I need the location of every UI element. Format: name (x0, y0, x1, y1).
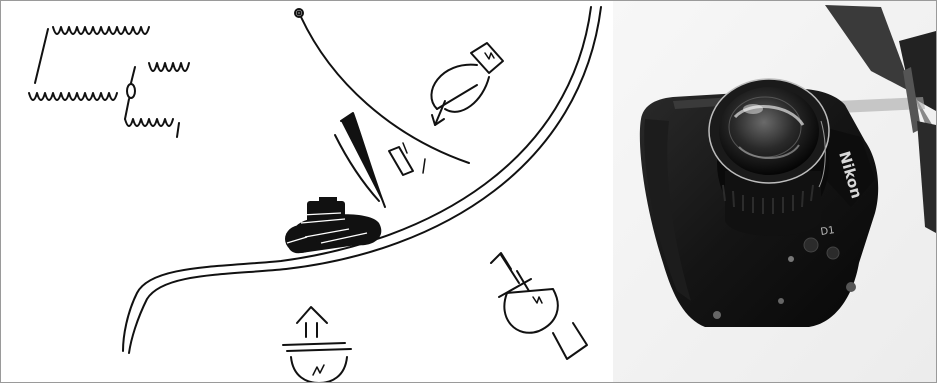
top-strobe (431, 43, 503, 125)
camera-lens (709, 79, 829, 236)
scrim-panel (29, 27, 189, 137)
lighting-diagram-sketch (1, 1, 613, 382)
reflector-card (389, 143, 425, 175)
black-flag (335, 113, 385, 207)
camera-sketch (285, 197, 381, 253)
camera-model-text: D1 (820, 225, 835, 238)
background-curve-top (295, 9, 469, 163)
lower-strobe (491, 253, 587, 359)
bottom-strobe (283, 307, 351, 382)
camera-photo: Nikon D1 (613, 1, 936, 382)
